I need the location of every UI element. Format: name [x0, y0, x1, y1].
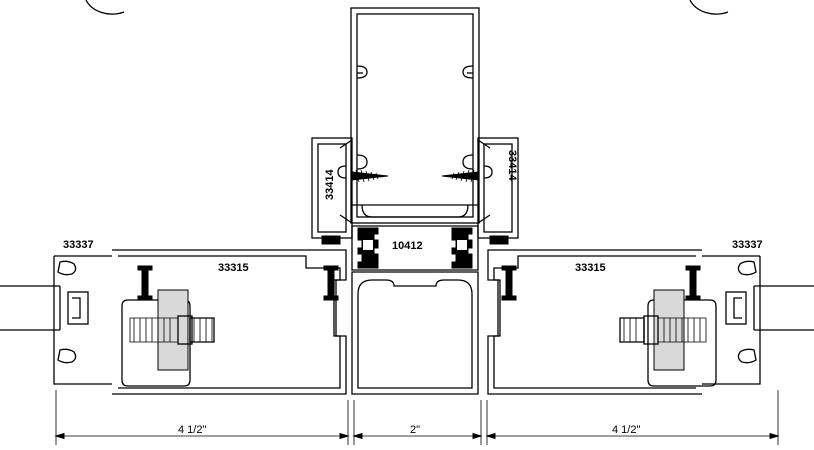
callout-circle-right [689, 0, 729, 15]
mullion-10412 [351, 225, 479, 271]
dim-left-width: 4 1/2" [178, 424, 206, 436]
clip-right [477, 137, 519, 245]
callout-circle-left [85, 0, 125, 15]
dim-center-width: 2" [410, 424, 420, 436]
glazing-right [725, 285, 814, 331]
label-left-frame: 33315 [218, 262, 249, 274]
glazing-left [0, 285, 89, 331]
center-tube-lower [351, 271, 479, 395]
label-right-adaptor: 33337 [732, 239, 763, 251]
frame-left [53, 249, 347, 395]
clip-left [311, 137, 353, 245]
label-right-frame: 33315 [575, 262, 606, 274]
frame-right [487, 249, 761, 395]
label-left-clip: 33414 [324, 169, 336, 200]
dim-right-width: 4 1/2" [612, 424, 640, 436]
label-right-clip: 33414 [506, 150, 518, 181]
label-center-mullion: 10412 [392, 240, 423, 252]
label-left-adaptor: 33337 [63, 239, 94, 251]
center-tube-upper [350, 7, 480, 224]
dimension-lines [54, 390, 780, 445]
